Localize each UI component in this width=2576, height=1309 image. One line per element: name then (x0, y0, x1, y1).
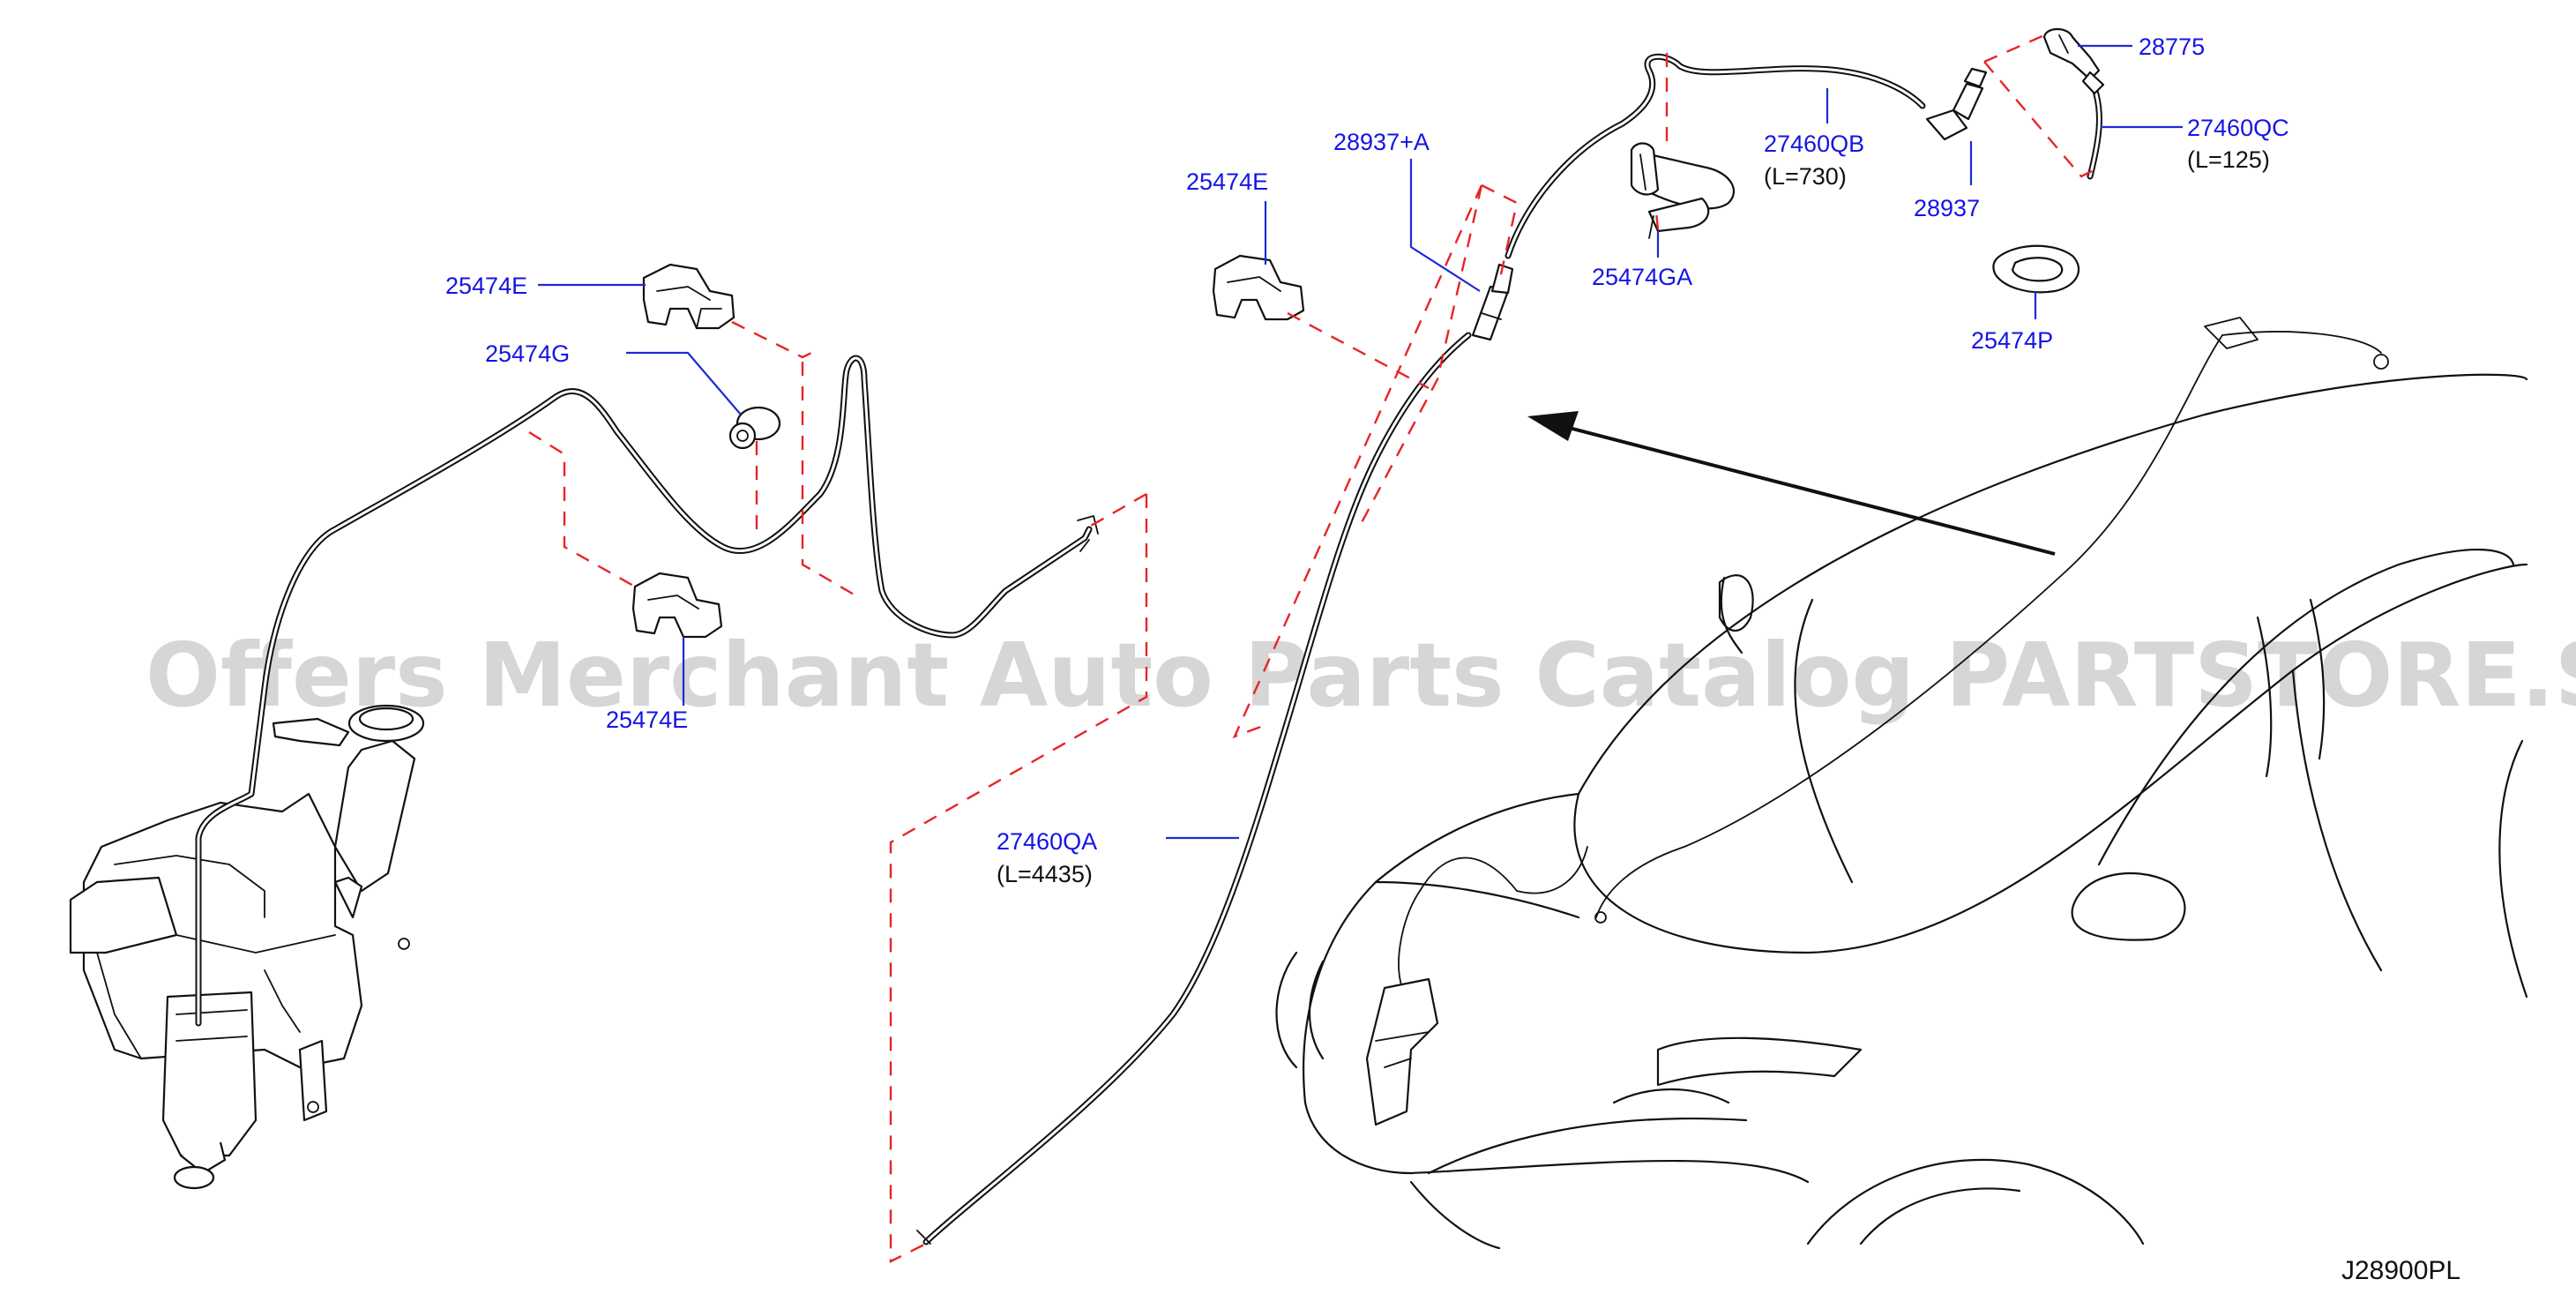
grommet-25474ga (1630, 142, 1735, 239)
label-grommet-g: 25474G (485, 340, 570, 367)
grommet-25474g (728, 406, 781, 450)
label-hose-qb-length: (L=730) (1764, 163, 1847, 190)
car-body-outline (1275, 317, 2528, 1250)
hose-27460qb (1505, 53, 1926, 259)
callout-labels: 25474E 25474G 25474E 25474E 28937+A 2746… (445, 34, 2289, 887)
washer-reservoir-tank (69, 704, 425, 1190)
label-grommet-ga: 25474GA (1592, 264, 1692, 290)
label-clip-upper-left: 25474E (445, 273, 527, 299)
hose-27460qa (916, 332, 1472, 1245)
label-clip-center: 25474E (1186, 168, 1268, 195)
clip-25474e-upper (642, 263, 735, 330)
watermark-text: Offers Merchant Auto Parts Catalog PARTS… (146, 624, 2576, 727)
label-joint-a: 28937+A (1333, 129, 1430, 155)
alignment-guides (528, 34, 2100, 1263)
clip-25474e-center (1212, 254, 1305, 321)
label-hose-qc-length: (L=125) (2187, 146, 2270, 173)
label-hose-main: 27460QA (997, 828, 1097, 855)
label-nozzle: 28775 (2139, 34, 2205, 60)
label-elbow-joint: 28937 (1914, 195, 1980, 221)
label-grommet-p: 25474P (1971, 327, 2053, 354)
clip-25474e-lower (631, 572, 723, 639)
label-clip-lower-left: 25474E (606, 707, 688, 733)
elbow-joint-28937 (1925, 67, 1988, 141)
joint-28937a (1471, 263, 1514, 341)
label-hose-qc: 27460QC (2187, 115, 2289, 141)
leader-lines (538, 44, 2183, 840)
label-hose-qb: 27460QB (1764, 131, 1864, 157)
direction-arrow (1527, 411, 2056, 556)
hose-routing-left (195, 355, 1099, 1027)
diagram-reference-code: J28900PL (2341, 1256, 2460, 1285)
label-hose-main-length: (L=4435) (997, 861, 1093, 887)
grommet-25474p (1992, 244, 2080, 294)
nozzle-and-hose-qc (2042, 27, 2105, 180)
